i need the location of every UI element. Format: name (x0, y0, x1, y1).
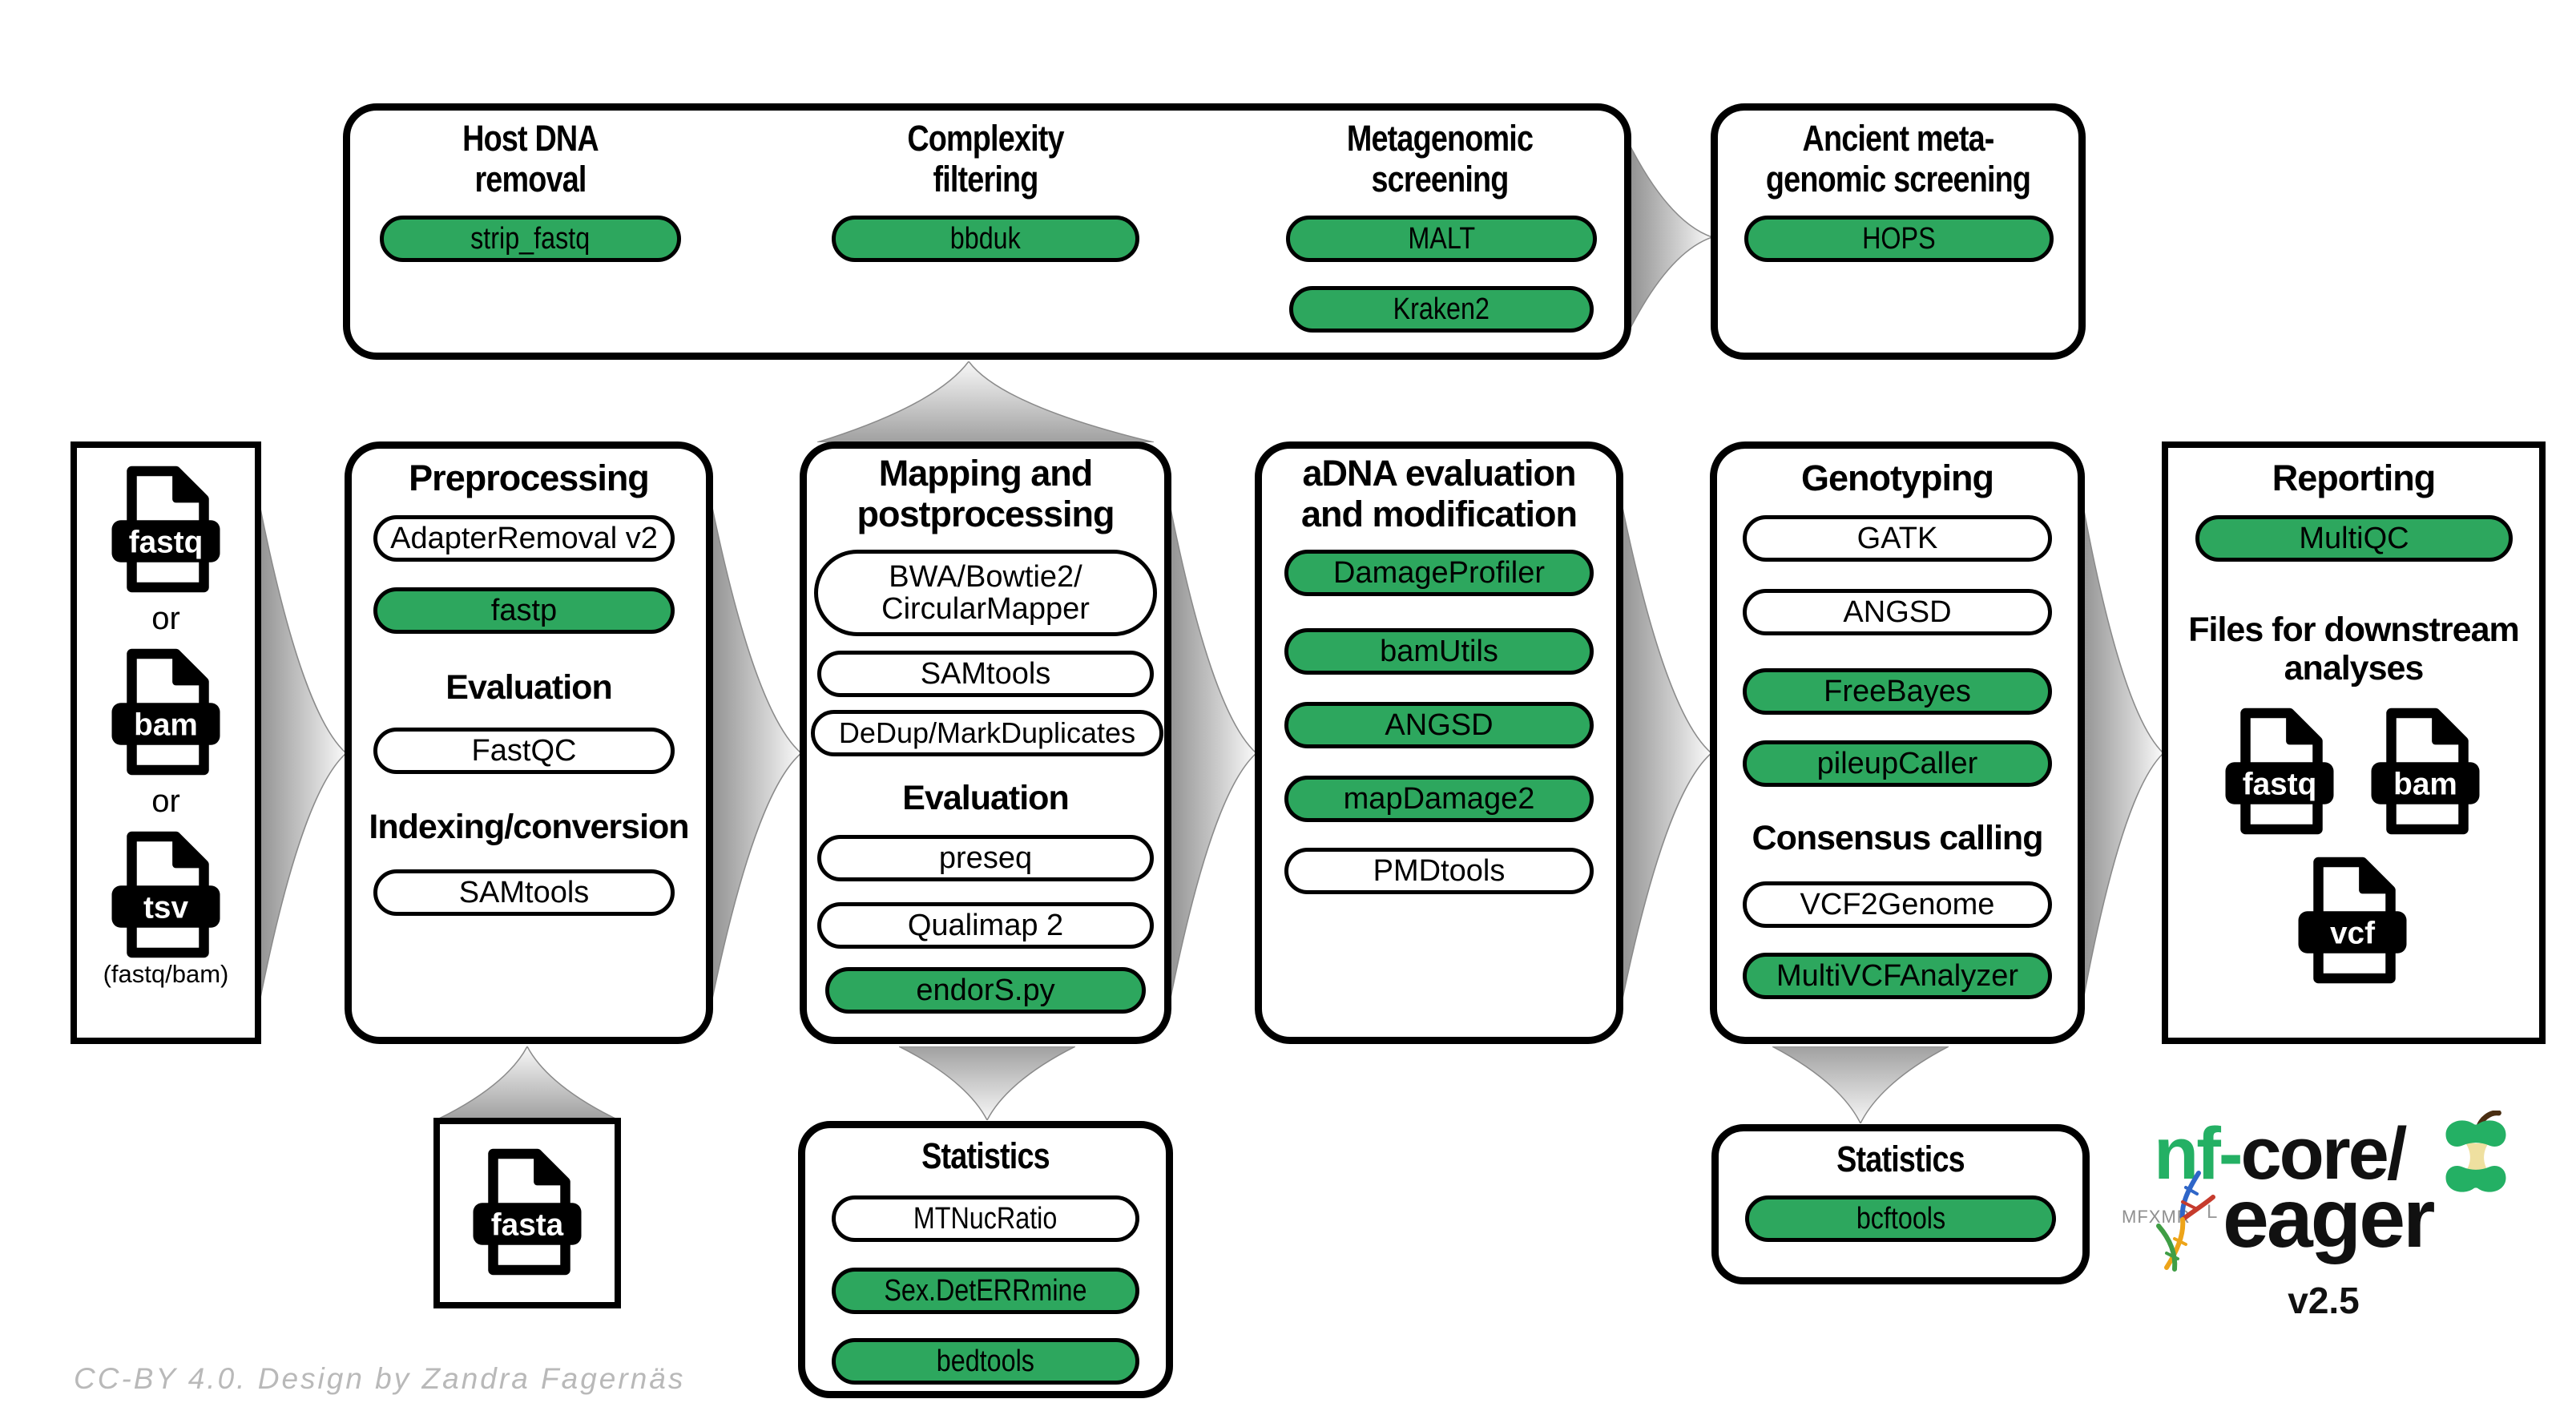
tool-pill-malt: MALT (1286, 216, 1597, 262)
tool-pill-samtools-map: SAMtools (817, 651, 1154, 697)
genotyping-title: Genotyping (1801, 458, 1994, 498)
tool-pill-samtools-pre: SAMtools (373, 869, 675, 916)
svg-text:bam: bam (134, 708, 198, 742)
svg-text:vcf: vcf (2330, 916, 2375, 950)
mapping-title: Mapping and postprocessing (857, 453, 1115, 534)
svg-text:L: L (2207, 1201, 2217, 1223)
host-dna-removal-title: Host DNA removal (462, 118, 599, 200)
svg-text:tsv: tsv (143, 890, 188, 925)
logo-eager-text: eager (2223, 1172, 2436, 1265)
evaluation-heading: Evaluation (902, 779, 1069, 817)
statistics-title: Statistics (1836, 1139, 1965, 1179)
fasta-file-icon: fasta (473, 1148, 582, 1276)
downstream-files-heading: Files for downstream analyses (2188, 611, 2519, 688)
tool-pill-endors-py: endorS.py (825, 967, 1146, 1014)
tool-pill-fastqc: FastQC (373, 728, 675, 774)
tool-pill-angsd-adna: ANGSD (1284, 702, 1594, 748)
bam-file-icon: bam (111, 648, 220, 776)
fastq-file-icon: fastq (2225, 708, 2334, 835)
tool-pill-adapterremoval: AdapterRemoval v2 (373, 515, 675, 562)
ancient-screening-title: Ancient meta- genomic screening (1765, 118, 2031, 200)
tool-pill-damageprofiler: DamageProfiler (1284, 550, 1594, 596)
tool-pill-bamutils: bamUtils (1284, 628, 1594, 675)
logo-runes-text: MFXMR (2122, 1207, 2191, 1227)
logo-wordmark-line1: nf-core/ (2154, 1112, 2407, 1196)
evaluation-heading: Evaluation (445, 668, 612, 707)
vcf-file-icon: vcf (2298, 857, 2407, 984)
tool-pill-bbduk: bbduk (832, 216, 1139, 262)
tool-pill-freebayes: FreeBayes (1743, 668, 2052, 715)
arrow-fasta-to-preprocessing (439, 1046, 615, 1119)
consensus-calling-heading: Consensus calling (1752, 819, 2044, 857)
fastq-file-icon: fastq (111, 466, 220, 593)
tool-pill-bcftools: bcftools (1745, 1195, 2056, 1242)
logo-core-text: core/ (2240, 1113, 2407, 1195)
tool-pill-hops: HOPS (1744, 216, 2054, 262)
tool-pill-multivcfanalyzer: MultiVCFAnalyzer (1743, 953, 2052, 999)
tool-pill-strip-fastq: strip_fastq (380, 216, 681, 262)
logo-nf-text: nf- (2154, 1113, 2243, 1195)
tool-pill-vcf2genome: VCF2Genome (1743, 881, 2052, 928)
tool-pill-fastp: fastp (373, 587, 675, 634)
svg-text:bam: bam (2393, 767, 2457, 801)
svg-text:fastq: fastq (129, 525, 204, 559)
tool-pill-preseq: preseq (817, 835, 1154, 881)
dna-helix-icon: L (2156, 1171, 2217, 1272)
tool-pill-multiqc: MultiQC (2195, 515, 2513, 562)
tool-pill-kraken2: Kraken2 (1289, 286, 1594, 333)
tsv-file-icon: tsv (111, 831, 220, 958)
or-label: or (151, 784, 180, 819)
svg-text:fastq: fastq (2243, 767, 2317, 801)
apple-core-icon (2445, 1111, 2506, 1192)
bam-file-icon: bam (2371, 708, 2480, 835)
preprocessing-title: Preprocessing (409, 458, 650, 498)
tool-pill-bedtools: bedtools (832, 1338, 1139, 1385)
tool-pill-bwa-bowtie2-circularmapper: BWA/Bowtie2/ CircularMapper (814, 550, 1157, 636)
arrow-genotyping-to-statistics (1772, 1046, 1949, 1123)
tool-pill-sexdeterrmine: Sex.DetERRmine (832, 1268, 1139, 1314)
tool-pill-mapdamage2: mapDamage2 (1284, 776, 1594, 822)
tool-pill-pileupcaller: pileupCaller (1743, 740, 2052, 787)
tool-pill-pmdtools: PMDtools (1284, 848, 1594, 894)
adna-title: aDNA evaluation and modification (1301, 453, 1578, 534)
license-credit-text: CC-BY 4.0. Design by Zandra Fagernäs (74, 1362, 686, 1395)
tool-pill-angsd-geno: ANGSD (1743, 589, 2052, 635)
metagenomic-screening-title: Metagenomic screening (1346, 118, 1534, 200)
arrow-mapping-to-statistics (899, 1046, 1075, 1120)
arrow-mapping-to-screening (817, 361, 1154, 442)
reporting-title: Reporting (2272, 458, 2436, 498)
tool-pill-mtnucratio: MTNucRatio (832, 1195, 1139, 1242)
logo-version-text: v2.5 (2288, 1280, 2360, 1321)
tool-pill-dedup-markduplicates: DeDup/MarkDuplicates (811, 710, 1163, 756)
complexity-filtering-title: Complexity filtering (907, 118, 1064, 200)
statistics-title: Statistics (921, 1135, 1050, 1176)
tool-pill-qualimap2: Qualimap 2 (817, 902, 1154, 949)
tool-pill-gatk: GATK (1743, 515, 2052, 562)
indexing-conversion-heading: Indexing/conversion (369, 808, 689, 846)
tsv-caption: (fastq/bam) (103, 960, 229, 988)
or-label: or (151, 601, 180, 636)
svg-text:fasta: fasta (491, 1207, 564, 1242)
